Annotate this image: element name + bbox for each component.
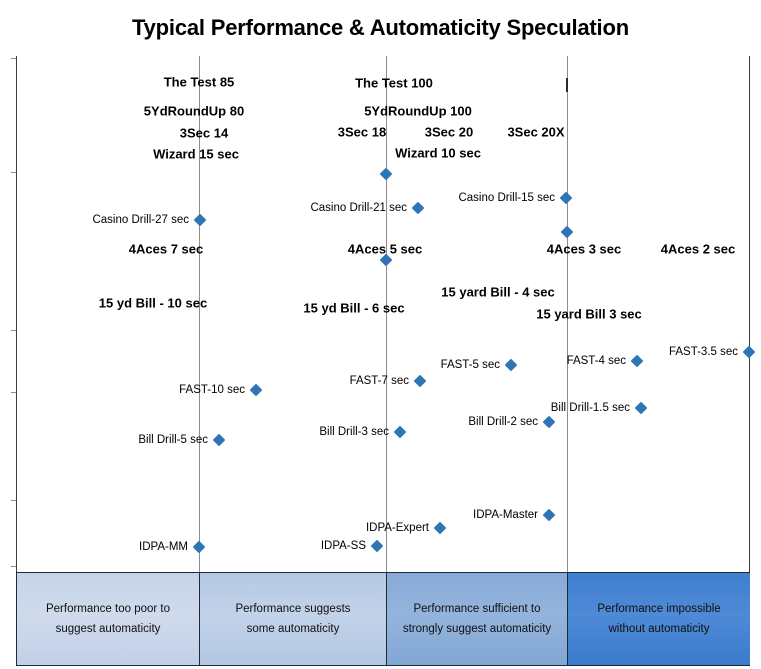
data-point-marker[interactable] <box>559 191 573 205</box>
data-point-marker[interactable] <box>212 433 226 447</box>
data-point-label-14: Bill Drill-1.5 sec <box>550 402 630 414</box>
data-point-label-12: Bill Drill-3 sec <box>319 426 389 438</box>
data-point-marker[interactable] <box>413 374 427 388</box>
data-point-marker[interactable] <box>192 540 206 554</box>
category-band-1: Performance too poor to suggest automatic… <box>17 573 200 665</box>
data-point-label-1: Casino Drill-21 sec <box>310 202 407 214</box>
data-point-label-17: IDPA-Expert <box>365 522 429 534</box>
annotation-label-8: Wizard 15 sec <box>153 146 239 162</box>
data-point-label-15: IDPA-MM <box>139 541 188 553</box>
data-point-marker[interactable] <box>370 539 384 553</box>
annotation-label-2: 5YdRoundUp 80 <box>143 103 245 119</box>
data-point-label-11: Bill Drill-5 sec <box>138 434 208 446</box>
data-point-marker[interactable] <box>630 354 644 368</box>
data-point-marker[interactable] <box>542 508 556 522</box>
category-band-label: Performance too poor to suggest automatic… <box>46 599 170 639</box>
axis-tick <box>11 566 16 567</box>
annotation-label-12: 4Aces 3 sec <box>546 241 622 257</box>
category-band-line1: Performance impossible <box>597 602 721 615</box>
annotation-label-14: 15 yd Bill - 10 sec <box>98 295 208 311</box>
data-point-label-10: FAST-3.5 sec <box>668 346 738 358</box>
annotation-label-11: 4Aces 5 sec <box>347 241 423 257</box>
data-point-marker[interactable] <box>560 225 574 239</box>
annotation-label-17: 15 yard Bill 3 sec <box>536 306 642 322</box>
axis-tick <box>11 58 16 59</box>
category-band-label: Performance sufficient to strongly sugges… <box>403 599 551 639</box>
annotation-label-4: 3Sec 14 <box>179 125 229 141</box>
axis-tick <box>11 172 16 173</box>
category-band-2: Performance suggests some automaticity <box>200 573 387 665</box>
axis-line <box>749 56 750 572</box>
category-band-4: Performance impossible without automatici… <box>568 573 750 665</box>
data-point-label-8: FAST-5 sec <box>440 359 500 371</box>
annotation-label-16: 15 yard Bill - 4 sec <box>441 284 555 300</box>
axis-tick <box>11 500 16 501</box>
annotation-label-7: 3Sec 20X <box>507 124 565 140</box>
annotation-label-6: 3Sec 20 <box>424 124 474 140</box>
annotation-label-10: 4Aces 7 sec <box>128 241 204 257</box>
category-band-3: Performance sufficient to strongly sugges… <box>387 573 568 665</box>
gridline <box>199 56 200 572</box>
data-point-marker[interactable] <box>249 383 263 397</box>
axis-line <box>16 56 17 572</box>
annotation-label-15: 15 yd Bill - 6 sec <box>303 300 405 316</box>
data-point-marker[interactable] <box>742 345 756 359</box>
data-point-marker[interactable] <box>433 521 447 535</box>
category-band-line2: strongly suggest automaticity <box>402 623 552 635</box>
data-point-label-13: Bill Drill-2 sec <box>468 416 538 428</box>
data-point-marker[interactable] <box>379 167 393 181</box>
tick-mark <box>566 78 568 92</box>
axis-tick <box>11 330 16 331</box>
category-band-line2: some automaticity <box>246 623 340 635</box>
data-point-label-6: FAST-10 sec <box>179 384 245 396</box>
category-band-label: Performance impossible without automatici… <box>597 599 720 639</box>
data-point-marker[interactable] <box>542 415 556 429</box>
gridline <box>386 56 387 572</box>
category-band-line1: Performance too poor to <box>45 602 170 615</box>
category-band-line2: suggest automaticity <box>55 623 161 635</box>
data-point-label-0: Casino Drill-27 sec <box>92 214 189 226</box>
data-point-marker[interactable] <box>393 425 407 439</box>
annotation-label-1: The Test 100 <box>355 75 433 91</box>
category-bands: Performance too poor to suggest automatic… <box>16 572 750 666</box>
annotation-label-5: 3Sec 18 <box>337 124 387 140</box>
data-point-marker[interactable] <box>504 358 518 372</box>
data-point-marker[interactable] <box>411 201 425 215</box>
axis-tick <box>11 392 16 393</box>
chart-title: Typical Performance & Automaticity Specu… <box>132 15 629 40</box>
data-point-label-18: IDPA-Master <box>473 509 538 521</box>
category-band-line1: Performance suggests <box>235 602 351 615</box>
category-band-line2: without automaticity <box>608 623 710 635</box>
gridline <box>567 56 568 572</box>
data-point-marker[interactable] <box>634 401 648 415</box>
category-band-label: Performance suggests some automaticity <box>235 599 350 639</box>
data-point-label-9: FAST-4 sec <box>566 355 626 367</box>
annotation-label-0: The Test 85 <box>163 74 235 90</box>
data-point-marker[interactable] <box>193 213 207 227</box>
category-band-line1: Performance sufficient to <box>413 602 541 615</box>
annotation-label-3: 5YdRoundUp 100 <box>364 103 472 119</box>
data-point-label-2: Casino Drill-15 sec <box>458 192 555 204</box>
data-point-label-7: FAST-7 sec <box>349 375 409 387</box>
annotation-label-9: Wizard 10 sec <box>395 145 481 161</box>
data-point-label-16: IDPA-SS <box>320 540 366 552</box>
annotation-label-13: 4Aces 2 sec <box>660 241 736 257</box>
